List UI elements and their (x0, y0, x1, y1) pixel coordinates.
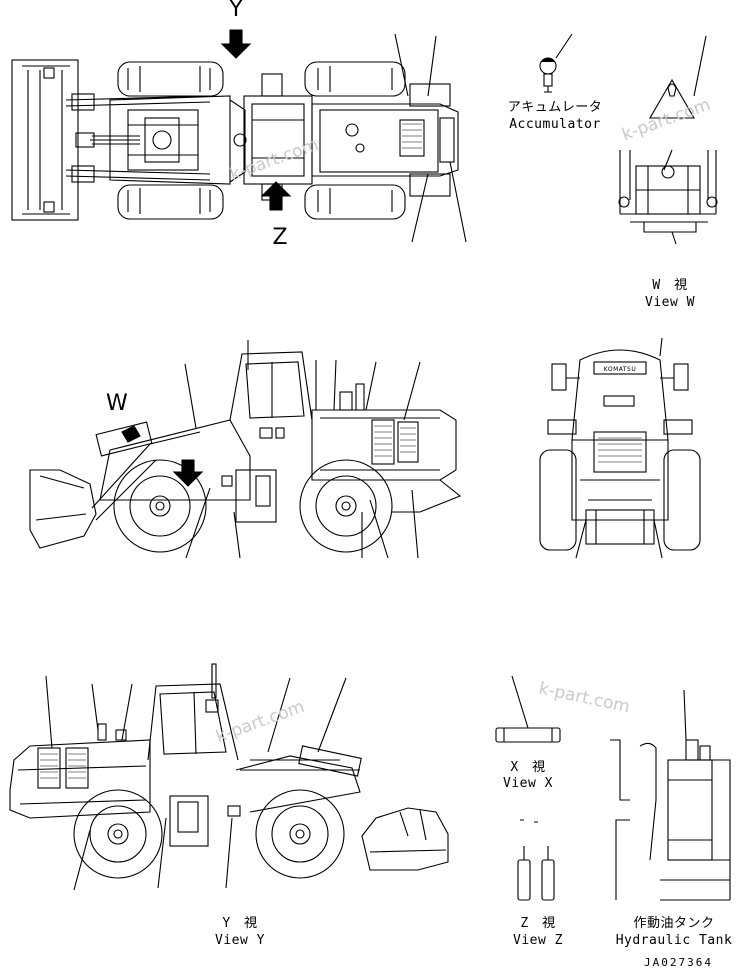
side-view-right (9, 663, 449, 891)
side-view-left (29, 340, 462, 559)
view-x-detail (495, 675, 561, 743)
hydraulic-tank-caption-en: Hydraulic Tank (615, 933, 733, 948)
view-w-caption-jp: W 視 (652, 278, 688, 293)
view-x-caption-en: View X (503, 776, 553, 791)
rear-badge: KOMATSU (603, 366, 637, 373)
accumulator-detail (539, 33, 573, 93)
view-w-caption-en: View W (645, 295, 695, 310)
view-z-caption-jp: Z 視 (520, 916, 556, 931)
accumulator-caption-en: Accumulator (509, 117, 601, 132)
rear-view (539, 337, 701, 559)
view-w-detail (618, 35, 718, 245)
accumulator-caption-jp: アキュムレータ (507, 100, 603, 115)
view-y-caption-jp: Y 視 (222, 916, 258, 931)
view-z-detail (517, 819, 555, 901)
view-x-caption-jp: X 視 (510, 760, 546, 775)
marker-w: W (106, 391, 128, 416)
hydraulic-tank-caption-jp: 作動油タンク (633, 916, 715, 931)
view-z-caption-en: View Z (513, 933, 563, 948)
marker-z: Z (272, 225, 288, 250)
top-view (11, 29, 467, 243)
hydraulic-tank-detail (610, 689, 731, 901)
view-y-caption-en: View Y (215, 933, 265, 948)
marker-y: Y (229, 0, 243, 22)
drawing-code: JA027364 (644, 956, 713, 969)
